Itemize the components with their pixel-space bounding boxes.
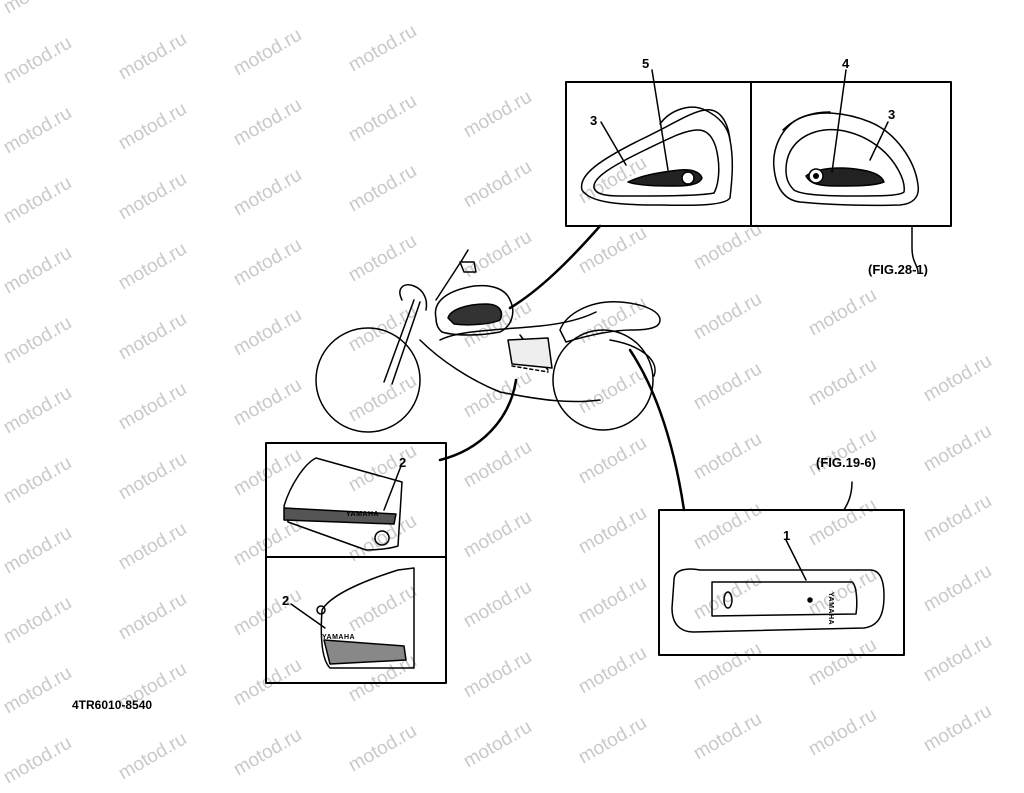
callout-1: 1 bbox=[783, 528, 791, 543]
callout-2-upper: 2 bbox=[399, 455, 407, 470]
side-cover-panel bbox=[265, 442, 447, 684]
side-cover-lower-text: YAMAHA bbox=[322, 634, 356, 641]
diagram-drawing bbox=[265, 69, 952, 684]
callout-4: 4 bbox=[842, 56, 850, 71]
callout-3-right: 3 bbox=[888, 107, 896, 122]
motorcycle-side-cover bbox=[507, 337, 553, 369]
callout-5: 5 bbox=[642, 56, 650, 71]
motorcycle-outline bbox=[315, 249, 661, 433]
callout-3-left: 3 bbox=[590, 113, 598, 128]
motorcycle-tank bbox=[434, 284, 514, 336]
seat-decal-text: YAMAHA bbox=[827, 592, 834, 626]
seat-panel bbox=[658, 481, 905, 656]
tank-decal-panel bbox=[565, 69, 952, 273]
tank-right-view bbox=[772, 111, 920, 207]
tank-left-view bbox=[580, 106, 734, 207]
side-cover-upper-text: YAMAHA bbox=[346, 511, 380, 518]
fig-ref-tank: (FIG.28-1) bbox=[868, 262, 928, 277]
callout-2-lower: 2 bbox=[282, 593, 290, 608]
part-code: 4TR6010-8540 bbox=[72, 698, 153, 712]
tank-decal-4 bbox=[805, 167, 885, 187]
fig-ref-seat: (FIG.19-6) bbox=[816, 455, 876, 470]
motorcycle-seat bbox=[559, 301, 661, 343]
